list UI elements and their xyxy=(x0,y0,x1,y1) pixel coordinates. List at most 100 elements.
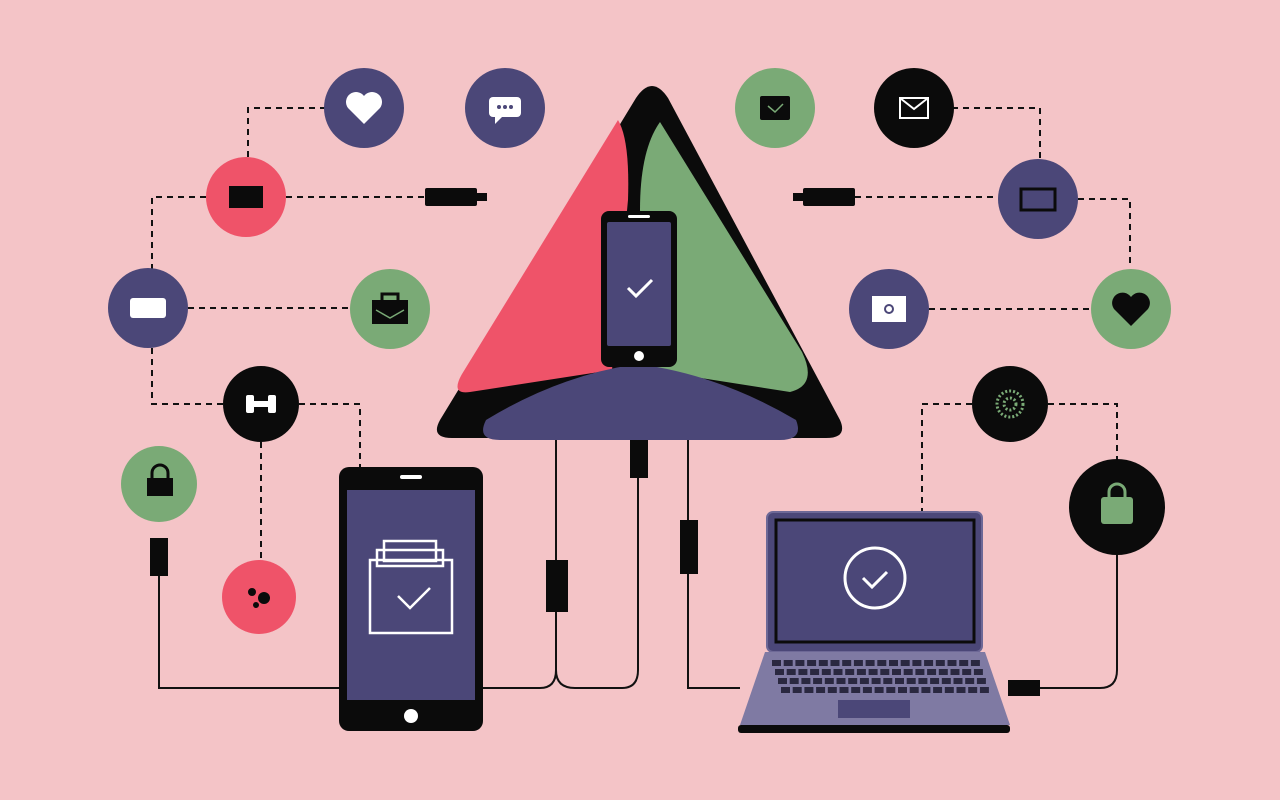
keyboard xyxy=(772,660,989,693)
keyboard-key xyxy=(807,660,817,666)
keyboard-key xyxy=(973,669,983,675)
keyboard-key xyxy=(927,669,937,675)
keyboard-key xyxy=(821,669,831,675)
purple-segment xyxy=(483,364,798,440)
keyboard-key xyxy=(883,678,893,684)
keyboard-key xyxy=(898,687,907,693)
keyboard-key xyxy=(886,687,896,693)
shopping-bag-bubble[interactable] xyxy=(1069,459,1165,555)
keyboard-key xyxy=(801,678,811,684)
keyboard-key xyxy=(845,669,855,675)
keyboard-key xyxy=(781,687,790,693)
circle-check-icon xyxy=(843,546,907,610)
sync-bubble[interactable] xyxy=(222,560,296,634)
heart-icon xyxy=(1112,292,1150,326)
card-icon xyxy=(229,186,263,208)
chat-bubble[interactable] xyxy=(465,68,545,148)
laptop-device xyxy=(738,511,1010,733)
keyboard-key xyxy=(906,678,916,684)
tablet-bubble[interactable] xyxy=(998,159,1078,239)
keyboard-key xyxy=(912,660,922,666)
keyboard-key xyxy=(851,687,861,693)
keyboard-key xyxy=(827,687,837,693)
keyboard-key xyxy=(889,660,898,666)
keyboard-key xyxy=(833,669,843,675)
keyboard-key xyxy=(856,669,866,675)
card-bubble-purple[interactable] xyxy=(108,268,188,348)
card-bubble-red[interactable] xyxy=(206,157,286,237)
keyboard-key xyxy=(865,660,875,666)
sync-icon xyxy=(248,588,270,608)
shopping-bag-icon xyxy=(1101,497,1133,524)
heart-bubble-green[interactable] xyxy=(1091,269,1171,349)
keyboard-key xyxy=(903,669,913,675)
heart-bubble[interactable] xyxy=(324,68,404,148)
keyboard-key xyxy=(804,687,814,693)
checkmark-icon xyxy=(626,278,654,299)
inbox-check-bubble[interactable] xyxy=(735,68,815,148)
usb-plug xyxy=(546,560,568,612)
keyboard-key xyxy=(871,678,881,684)
triangle-hub xyxy=(436,86,843,440)
keyboard-key xyxy=(830,660,840,666)
keyboard-key xyxy=(775,669,784,675)
tablet-device xyxy=(339,467,483,731)
globe-bubble[interactable] xyxy=(972,366,1048,442)
keyboard-key xyxy=(778,678,787,684)
center-phone xyxy=(601,211,677,367)
usb-plug-tip xyxy=(477,193,487,201)
keyboard-key xyxy=(959,660,969,666)
lock-bubble[interactable] xyxy=(121,446,197,522)
keyboard-key xyxy=(935,660,945,666)
keyboard-key xyxy=(930,678,940,684)
keyboard-key xyxy=(968,687,978,693)
mail-icon xyxy=(899,97,929,119)
keyboard-key xyxy=(979,687,989,693)
briefcase-bubble[interactable] xyxy=(350,269,430,349)
keyboard-key xyxy=(853,660,863,666)
keyboard-key xyxy=(947,660,957,666)
keyboard-key xyxy=(933,687,943,693)
dumbbell-bubble[interactable] xyxy=(223,366,299,442)
lock-icon xyxy=(147,478,173,496)
trackpad xyxy=(838,700,910,718)
briefcase-icon xyxy=(372,300,408,324)
keyboard-key xyxy=(816,687,826,693)
keyboard-key xyxy=(918,678,928,684)
keyboard-key xyxy=(848,678,858,684)
keyboard-key xyxy=(792,687,802,693)
keyboard-key xyxy=(950,669,960,675)
cables xyxy=(158,440,1118,689)
red-segment xyxy=(457,120,629,393)
globe-icon xyxy=(995,389,1025,419)
usb-plug xyxy=(150,538,168,576)
dumbbell-icon xyxy=(246,395,276,413)
keyboard-key xyxy=(900,660,910,666)
inbox-check-icon xyxy=(760,96,790,120)
usb-plug-tip xyxy=(793,193,803,201)
settings-card-bubble[interactable] xyxy=(849,269,929,349)
keyboard-key xyxy=(842,660,852,666)
keyboard-key xyxy=(877,660,887,666)
heart-icon xyxy=(346,92,382,124)
keyboard-key xyxy=(953,678,963,684)
keyboard-key xyxy=(824,678,834,684)
keyboard-key xyxy=(938,669,948,675)
keyboard-key xyxy=(956,687,966,693)
keyboard-key xyxy=(941,678,951,684)
keyboard-key xyxy=(921,687,931,693)
usb-plug xyxy=(680,520,698,574)
keyboard-key xyxy=(772,660,781,666)
keyboard-key xyxy=(795,660,805,666)
keyboard-key xyxy=(880,669,890,675)
usb-plug xyxy=(1008,680,1040,696)
keyboard-key xyxy=(836,678,846,684)
keyboard-key xyxy=(965,678,975,684)
keyboard-key xyxy=(813,678,823,684)
keyboard-key xyxy=(924,660,934,666)
keyboard-key xyxy=(862,687,872,693)
mail-bubble[interactable] xyxy=(874,68,954,148)
green-segment xyxy=(640,122,808,392)
keyboard-key xyxy=(810,669,820,675)
